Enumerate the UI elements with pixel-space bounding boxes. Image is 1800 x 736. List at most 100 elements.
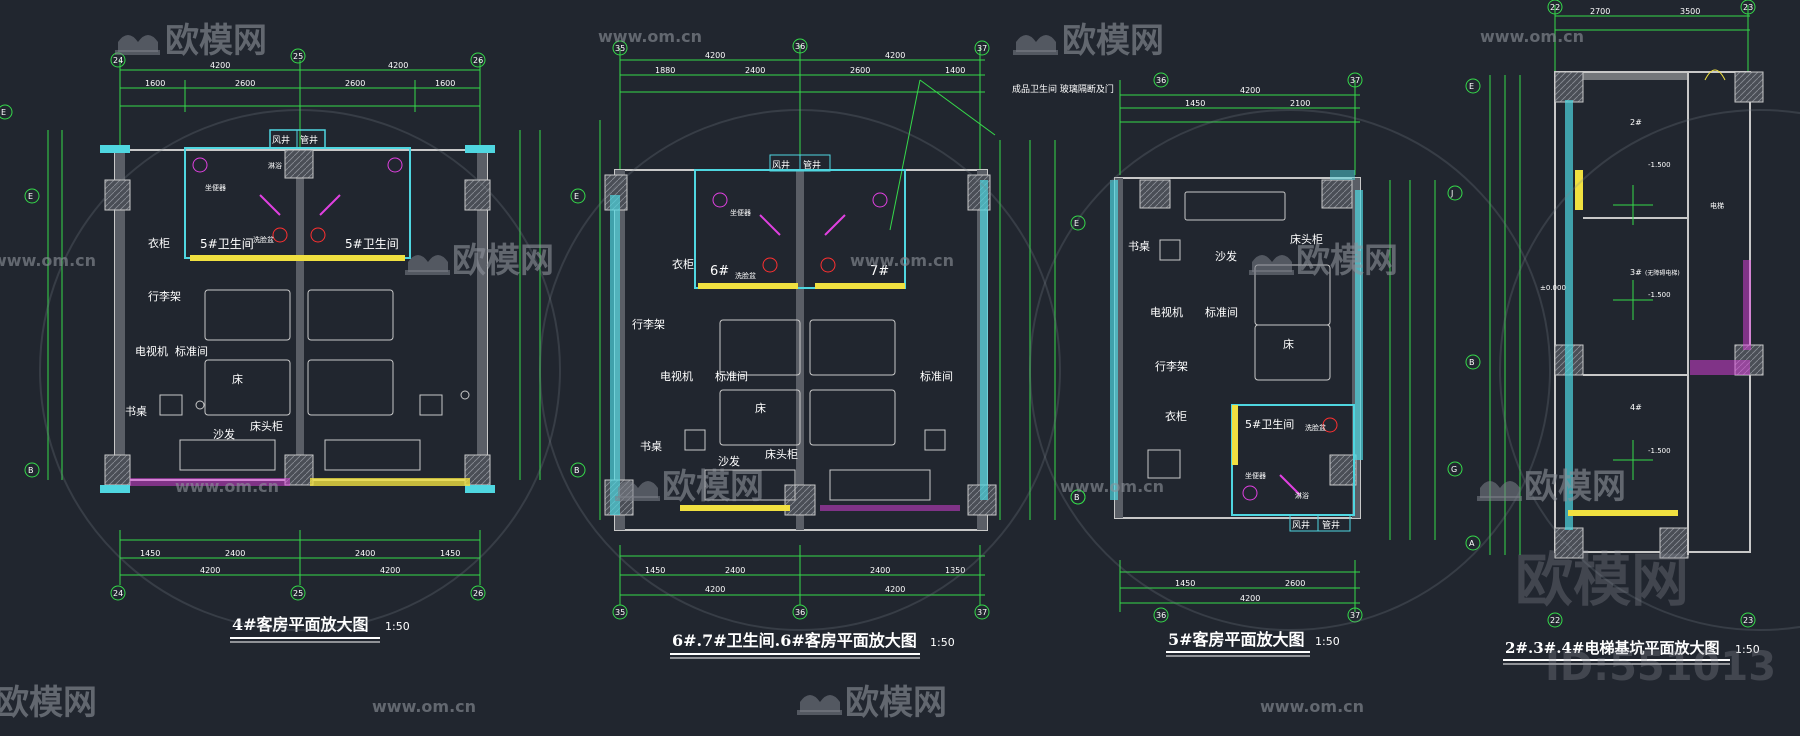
plan-6-desk: 书桌 (640, 440, 662, 453)
plan-4-axis-top-2: 25 (293, 52, 303, 61)
plan-4-side-dimensions (47, 130, 541, 480)
watermark-url-5: www.om.cn (175, 477, 279, 496)
plan-4-room-bath-1: 5#卫生间 (200, 237, 254, 251)
plan-4-fixture-toilet: 坐便器 (205, 183, 226, 192)
plan-6-scale: 1:50 (930, 636, 955, 649)
plan-5-side-dimensions (1389, 180, 1436, 540)
plan-5-dim-bottom-total: 4200 (1240, 594, 1260, 603)
watermark-url-3: www.om.cn (0, 251, 96, 270)
plan-6-std-1: 标准间 (715, 369, 748, 383)
plan-6-dim-top-total-1: 4200 (705, 51, 725, 60)
plan-5-walls (1110, 170, 1363, 519)
plan-6-axis-side-3: B (574, 466, 580, 475)
plan-5-bathroom (1231, 404, 1355, 532)
plan-elev-dim-1: 2700 (1590, 7, 1610, 16)
plan-4-axis-top-3: 26 (473, 56, 483, 65)
plan-6-pipe: 管井 (803, 159, 821, 171)
plan-6-side-dimensions (599, 79, 1056, 520)
plan-6-axis-bottom-2: 36 (795, 608, 805, 617)
plan-5-dim-bottom-2: 2600 (1285, 579, 1305, 588)
plan-elev-level-3: -1.500 (1648, 447, 1671, 455)
plan-5-luggage: 行李架 (1155, 359, 1188, 373)
plan-6-wardrobe: 衣柜 (672, 257, 694, 271)
plan-6-dim-bottom-total-1: 4200 (705, 585, 725, 594)
plan-6-dim-top-total-2: 4200 (885, 51, 905, 60)
plan-4-luggage-rack: 行李架 (148, 289, 181, 303)
watermark-brand-3: 欧模网 (452, 241, 554, 281)
plan-elev-shaft-4: 4# (1630, 403, 1642, 412)
watermark-brand-8: 欧模网 (0, 683, 97, 723)
plan-elev-axis-bottom-1: 22 (1550, 616, 1560, 625)
plan-5-bottom-dimensions (1119, 560, 1360, 612)
plan-5-furniture (1147, 191, 1331, 479)
plan-elev-axis-side-2: B (1469, 358, 1475, 367)
plan-6-top-dimensions (619, 45, 985, 170)
plan-5: 36 37 36 37 J G B 4200 1450 2100 (1070, 72, 1463, 657)
plan-4-title: 4#客房平面放大图 (232, 615, 369, 634)
plan-4-dim-bottom-1: 1450 (140, 549, 160, 558)
watermark-url-4: www.om.cn (850, 251, 954, 270)
watermark-logo-icon (115, 35, 1522, 715)
plan-4-scale: 1:50 (385, 620, 410, 633)
plan-6-axis-top-3: 37 (977, 44, 987, 53)
plan-elev-axis-side-1: E (1469, 82, 1474, 91)
plan-6-dim-bottom-1: 1450 (645, 566, 665, 575)
plan-5-pipe: 管井 (1322, 519, 1340, 531)
plan-6-room-7: 7# (870, 264, 889, 279)
plan-4-axis-side-1: E (1, 108, 6, 117)
plan-elev-axis-bottom-2: 23 (1743, 616, 1753, 625)
plan-6-note: 成品卫生间 玻璃隔断及门 (1012, 83, 1114, 95)
watermark-brand-5: 欧模网 (1296, 241, 1398, 281)
plan-5-axis-bottom-2: 37 (1350, 611, 1360, 620)
plan-5-axis-side-3: B (1074, 493, 1080, 502)
plan-4-bed-1: 床 (232, 372, 243, 386)
plan-4-desk: 书桌 (125, 405, 147, 418)
plan-5-axis-top-1: 36 (1156, 76, 1166, 85)
plan-5-fixture-toilet: 坐便器 (1245, 471, 1266, 480)
plan-5-standard-room: 标准间 (1205, 305, 1238, 319)
plan-4-standard-room: 标准间 (175, 344, 208, 358)
plan-4-top-dimensions (119, 60, 481, 150)
plan-6-axis-bottom-1: 35 (615, 608, 625, 617)
plan-4-dim-top-sub-4: 1600 (435, 79, 455, 88)
plan-5-top-dimensions (1119, 80, 1360, 175)
plan-6-tv: 电视机 (660, 369, 693, 383)
plan-5-axis-top-2: 37 (1350, 76, 1360, 85)
plan-5-axis-bubbles (1070, 72, 1463, 623)
plan-6-dim-top-sub-1: 1880 (655, 66, 675, 75)
plan-4-axis-side-3: B (28, 466, 34, 475)
plan-elev-axis-side-3: A (1469, 539, 1475, 548)
plan-4-axis-side-2: E (28, 192, 33, 201)
plan-4-wardrobe: 衣柜 (148, 236, 170, 250)
plan-4-axis-bubbles (0, 48, 486, 601)
plan-4-vent-label: 风井 (272, 134, 290, 146)
watermark-brand-7: 欧模网 (845, 683, 947, 723)
plan-elev-title: 2#.3#.4#电梯基坑平面放大图 (1505, 639, 1719, 657)
plan-4-fixture-basin: 洗脸盆 (253, 235, 274, 244)
plan-6-dim-bottom-4: 1350 (945, 566, 965, 575)
plan-6-std-2: 标准间 (920, 369, 953, 383)
plan-4-dim-top-sub-2: 2600 (235, 79, 255, 88)
plan-5-tv: 电视机 (1150, 305, 1183, 319)
plan-4-dim-top-sub-3: 2600 (345, 79, 365, 88)
plan-5-dim-top-total: 4200 (1240, 86, 1260, 95)
plan-4-dim-bottom-4: 1450 (440, 549, 460, 558)
watermark-brand-9: 欧模网 (1515, 546, 1689, 614)
plan-5-sofa: 沙发 (1215, 249, 1237, 263)
plan-6-fixture-toilet: 坐便器 (730, 208, 751, 217)
plan-6-bed: 床 (755, 401, 766, 415)
plan-4-axis-bottom-2: 25 (293, 589, 303, 598)
plan-5-title: 5#客房平面放大图 (1168, 630, 1305, 649)
plan-6-nightstand: 床头柜 (765, 447, 798, 461)
plan-4-bathrooms (184, 129, 411, 261)
plan-5-room-bath: 5#卫生间 (1245, 417, 1294, 431)
watermark-brand-1: 欧模网 (165, 21, 267, 61)
plan-6: 35 36 37 35 36 37 E E B 4200 4200 1880 2… (570, 38, 1114, 659)
watermark-brand-4: 欧模网 (662, 467, 764, 507)
watermark-url-7: www.om.cn (372, 697, 476, 716)
watermark-id: ID:551013 (1545, 644, 1776, 690)
plan-elev-axis-top-2: 23 (1743, 3, 1753, 12)
plan-4-pipe-label: 管井 (300, 134, 318, 146)
plan-4-dim-bottom-total-1: 4200 (200, 566, 220, 575)
plan-5-fixture-basin: 洗脸盆 (1305, 423, 1326, 432)
